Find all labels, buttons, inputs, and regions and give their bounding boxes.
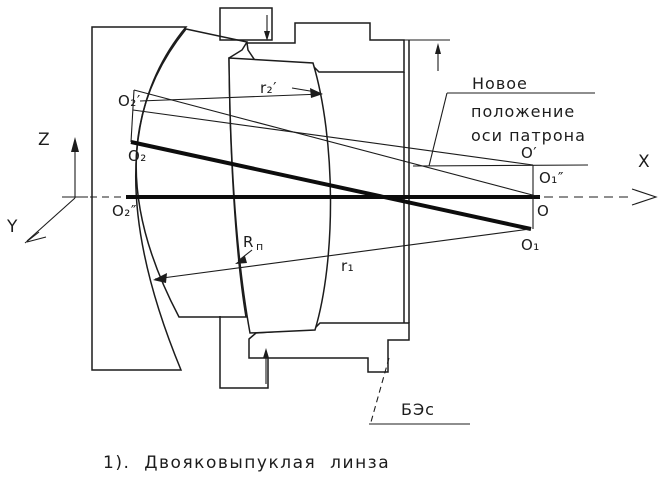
label-o1: O₁ xyxy=(521,236,540,254)
rp-label-leader xyxy=(237,249,253,262)
tilted-optical-axis xyxy=(130,140,532,231)
label-rp-sub: п xyxy=(256,240,263,253)
o2-points-segment xyxy=(130,89,135,143)
label-o1-dprime: O₁″ xyxy=(539,169,564,187)
r1-arrowhead xyxy=(153,273,167,283)
axis-lines xyxy=(126,140,540,231)
callout-line1: Новое xyxy=(472,74,528,93)
gap-arrowhead xyxy=(435,43,441,54)
figure-caption: 1). Двояковыпуклая линза xyxy=(103,453,390,473)
callout-bes: БЭс xyxy=(369,357,470,425)
line-o2prime-to-oprime xyxy=(132,109,534,166)
label-o: O xyxy=(537,202,549,220)
bes-leader-dashed xyxy=(370,357,390,423)
z-axis-arrowhead xyxy=(71,137,79,152)
lens-glass-hatch xyxy=(228,57,332,334)
label-o2-dprime: O₂″ xyxy=(112,202,137,220)
y-axis-arrow-wing2 xyxy=(26,236,47,243)
barrel-left-wall xyxy=(91,26,188,371)
rp-arrowhead xyxy=(235,256,247,264)
bottom-slot-tab xyxy=(219,316,269,389)
callout-line3: оси патрона xyxy=(471,126,586,145)
point-labels: Z Y X O₂′ O₂ O₂″ O′ O₁″ O O₁ r₂′ r₁ R п xyxy=(6,79,650,275)
label-axis-y: Y xyxy=(6,217,18,237)
callout-line2: положение xyxy=(471,102,575,121)
bottom-tab-arrowhead xyxy=(263,348,269,358)
label-r2-prime: r₂′ xyxy=(260,79,277,97)
r2prime-radius-line xyxy=(139,93,323,102)
label-r1: r₁ xyxy=(341,257,354,275)
r1-radius-line xyxy=(154,228,531,280)
line-o2prime-to-o xyxy=(133,89,541,198)
construction-lines xyxy=(130,87,589,283)
label-o2-prime: O₂′ xyxy=(118,92,141,110)
label-rp-main: R xyxy=(243,233,254,251)
label-o2: O₂ xyxy=(128,147,147,165)
r2prime-arrowhead xyxy=(310,88,323,98)
new-axis-position-line xyxy=(412,164,589,167)
top-slot-tab xyxy=(219,7,273,41)
y-axis-line xyxy=(26,197,76,242)
callout-new-axis: Новое положение оси патрона xyxy=(428,74,595,167)
bes-label: БЭс xyxy=(401,400,435,419)
x-axis-open-arrow xyxy=(631,188,658,206)
callout-leader xyxy=(428,92,448,167)
top-tab-arrowhead xyxy=(264,31,270,41)
y-axis-arrow-wing1 xyxy=(24,231,40,244)
label-axis-x: X xyxy=(638,152,650,172)
coordinate-axes xyxy=(24,137,658,244)
label-axis-z: Z xyxy=(38,130,50,150)
label-o-prime: O′ xyxy=(521,144,537,162)
dimension-marks xyxy=(263,15,450,384)
